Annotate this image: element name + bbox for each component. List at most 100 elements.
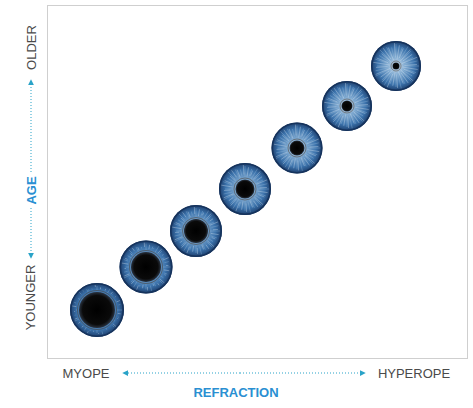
iris-fiber [355, 106, 371, 107]
iris [371, 41, 421, 91]
limbal-ring [171, 206, 221, 256]
pupil-rim [340, 99, 354, 113]
iris-fiber [202, 244, 205, 250]
iris-fiber [387, 47, 394, 61]
iris-fiber [309, 146, 318, 148]
iris-fiber [117, 316, 119, 317]
iris-fiber [210, 231, 220, 232]
limbal-ring [71, 284, 123, 336]
iris-fiber [276, 151, 286, 153]
iris-fiber [294, 158, 296, 168]
limbal-ring [120, 241, 171, 292]
iris-fiber [236, 202, 240, 211]
iris-fiber [280, 131, 288, 139]
iris-fiber [355, 97, 368, 103]
iris-fiber [327, 108, 338, 111]
iris-fiber [375, 68, 391, 76]
iris-fiber [305, 156, 313, 164]
iris-fiber [402, 57, 417, 63]
iris-fiber [118, 304, 120, 305]
iris-fiber [186, 211, 190, 218]
iris-fiber [347, 114, 348, 128]
iris-fiber [206, 214, 211, 220]
iris-fiber [227, 178, 235, 183]
iris-fiber [124, 260, 128, 261]
pupil-rim [391, 61, 401, 71]
iris-fiber [404, 69, 415, 73]
iris-fiber [74, 311, 76, 312]
iris-fiber [97, 330, 98, 333]
iris-fiber [404, 64, 416, 66]
iris-fiber [377, 66, 391, 67]
pupil-rim [78, 291, 117, 330]
iris-fiber [122, 263, 128, 264]
iris [120, 241, 173, 294]
iris-fiber [338, 116, 343, 128]
iris-fiber [146, 284, 147, 290]
iris-fiber [376, 68, 390, 74]
iris-fiber [72, 305, 76, 307]
iris-fiber [82, 290, 84, 292]
iris-fiber [255, 195, 262, 199]
iris-fiber [305, 155, 315, 164]
iris-fiber [210, 219, 213, 221]
iris-fiber [158, 249, 162, 253]
iris-fiber [155, 246, 159, 252]
iris-fiber [243, 165, 245, 174]
iris-fiber [129, 250, 133, 254]
iris-fiber [246, 203, 248, 211]
iris-fiber [399, 48, 403, 58]
iris-fiber [210, 222, 218, 225]
iris-fiber [152, 247, 154, 249]
refraction-arrow-left [123, 373, 240, 374]
pupil-rim [130, 251, 163, 284]
limbal-ring [220, 164, 270, 214]
iris-fiber [255, 199, 262, 206]
iris-fiber [350, 87, 353, 97]
iris-fiber [78, 322, 80, 323]
iris-fiber [327, 109, 339, 114]
iris-fiber [305, 133, 312, 140]
iris-fiber [141, 247, 142, 248]
iris-fiber [105, 289, 107, 291]
iris-fiber [333, 112, 341, 121]
iris-fiber [287, 129, 292, 140]
pupil-rim [183, 218, 210, 245]
iris-fiber [198, 209, 199, 216]
eye [322, 81, 372, 131]
iris-fiber [334, 88, 341, 97]
iris-fiber [160, 276, 163, 278]
iris-fiber [175, 237, 184, 241]
iris-fiber [163, 267, 171, 268]
limbal-ring [323, 82, 371, 130]
iris-fiber [392, 48, 395, 59]
iris-fiber [245, 201, 246, 212]
iris-fiber [229, 197, 233, 200]
iris-fiber [293, 129, 295, 137]
iris-fiber [328, 106, 340, 107]
iris-fiber [307, 148, 321, 149]
iris-fiber [136, 247, 138, 252]
iris-fiber [163, 258, 169, 260]
iris-fiber [161, 258, 164, 260]
iris-fiber [224, 194, 234, 198]
iris-fiber [164, 274, 165, 276]
iris-fiber [131, 280, 133, 282]
limbal-ring [272, 123, 321, 172]
iris-fiber [376, 68, 389, 71]
plot-frame [48, 6, 468, 359]
iris-fiber [276, 152, 289, 158]
pupil [131, 252, 161, 282]
iris-fiber [147, 287, 148, 290]
iris-fiber [278, 148, 288, 149]
iris-fiber [257, 177, 262, 181]
iris-fiber [257, 180, 268, 184]
iris-fiber [253, 172, 260, 180]
iris-fiber [196, 245, 197, 253]
iris-fiber [194, 207, 195, 214]
iris-fiber [295, 125, 297, 136]
iris-fiber [131, 254, 133, 256]
iris-fiber [112, 293, 114, 295]
iris-fiber [396, 74, 398, 87]
iris-fiber [148, 245, 150, 249]
